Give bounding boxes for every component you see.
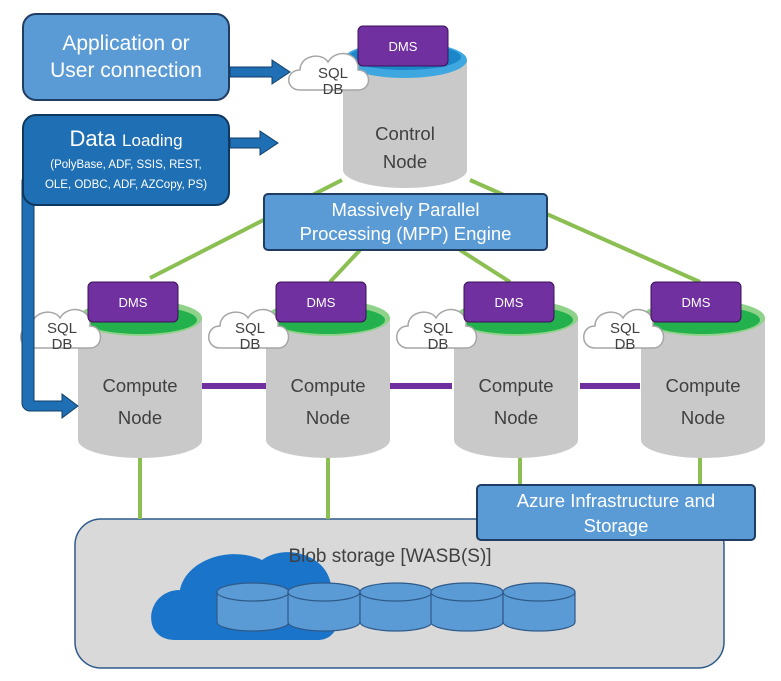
data-loading-arrow (229, 130, 279, 156)
control-node-line1: Control (375, 123, 435, 144)
azure-infrastructure-line1: Azure Infrastructure and (516, 489, 716, 511)
compute-node-line2: Node (494, 407, 538, 428)
sql-db-cloud-icon (583, 308, 665, 349)
storage-disk-icon (502, 582, 576, 632)
sql-db-cloud-icon (208, 308, 290, 349)
azure-infrastructure-line2: Storage (583, 514, 649, 536)
compute-node-line1: Compute (665, 375, 740, 396)
app-connection-line1: Application or (62, 32, 190, 55)
dms-box (463, 281, 555, 323)
compute-node-cylinder (266, 318, 390, 458)
app-connection-line2: User connection (50, 59, 202, 82)
app-connection-box: Application or User connection (22, 13, 230, 101)
data-loading-title-main: Data (69, 126, 123, 151)
sql-label: SQL (318, 65, 348, 82)
compute-node-line1: Compute (478, 375, 553, 396)
blob-disks (216, 582, 576, 632)
dms-box (87, 281, 179, 323)
db-label: DB (428, 336, 449, 353)
storage-disk-icon (359, 582, 433, 632)
storage-disk-icon (216, 582, 290, 632)
compute-node-cylinder (454, 318, 578, 458)
blob-storage-label: Blob storage [WASB(S)] (288, 546, 492, 567)
data-loading-to-compute-arrow (21, 179, 79, 419)
mpp-engine-line1: Massively Parallel (331, 199, 480, 220)
compute-node-line2: Node (681, 407, 725, 428)
compute-node-line2: Node (306, 407, 350, 428)
dms-label: DMS (682, 295, 711, 310)
dms-box (275, 281, 367, 323)
compute-node-line1: Compute (290, 375, 365, 396)
sql-db-cloud-icon (396, 308, 478, 349)
sql-label: SQL (235, 320, 265, 337)
compute-nodes: ComputeNodeSQLDBDMSComputeNodeSQLDBDMSCo… (20, 281, 765, 458)
sql-label: SQL (47, 320, 77, 337)
dms-label: DMS (495, 295, 524, 310)
mpp-engine-box: Massively Parallel Processing (MPP) Engi… (263, 193, 548, 251)
azure-infrastructure-box: Azure Infrastructure and Storage (476, 484, 756, 541)
sql-label: SQL (610, 320, 640, 337)
sql-label: SQL (423, 320, 453, 337)
control-node-line2: Node (383, 151, 427, 172)
control-node: Control Node SQL DB DMS (288, 25, 467, 188)
dms-box (357, 25, 449, 67)
app-connection-arrow (229, 59, 291, 85)
compute-node-cylinder (641, 318, 765, 458)
data-loading-title: Data Loading (69, 125, 182, 155)
compute-node-line2: Node (118, 407, 162, 428)
data-loading-tools-line2: OLE, ODBC, ADF, AZCopy, PS) (44, 179, 208, 191)
data-loading-title-small: Loading (122, 131, 183, 150)
data-loading-box: Data Loading (PolyBase, ADF, SSIS, REST,… (22, 114, 230, 206)
compute-node-cylinder (78, 318, 202, 458)
dms-label: DMS (389, 39, 418, 54)
mpp-engine-line2: Processing (MPP) Engine (299, 223, 512, 244)
db-label: DB (323, 81, 344, 98)
storage-disk-icon (287, 582, 361, 632)
db-label: DB (615, 336, 636, 353)
dms-label: DMS (119, 295, 148, 310)
sql-db-cloud-icon: SQL DB (288, 52, 370, 98)
data-loading-tools-line1: (PolyBase, ADF, SSIS, REST, (50, 159, 202, 171)
db-label: DB (52, 336, 73, 353)
compute-node-line1: Compute (102, 375, 177, 396)
dms-label: DMS (307, 295, 336, 310)
storage-disk-icon (430, 582, 504, 632)
db-label: DB (240, 336, 261, 353)
dms-box (650, 281, 742, 323)
